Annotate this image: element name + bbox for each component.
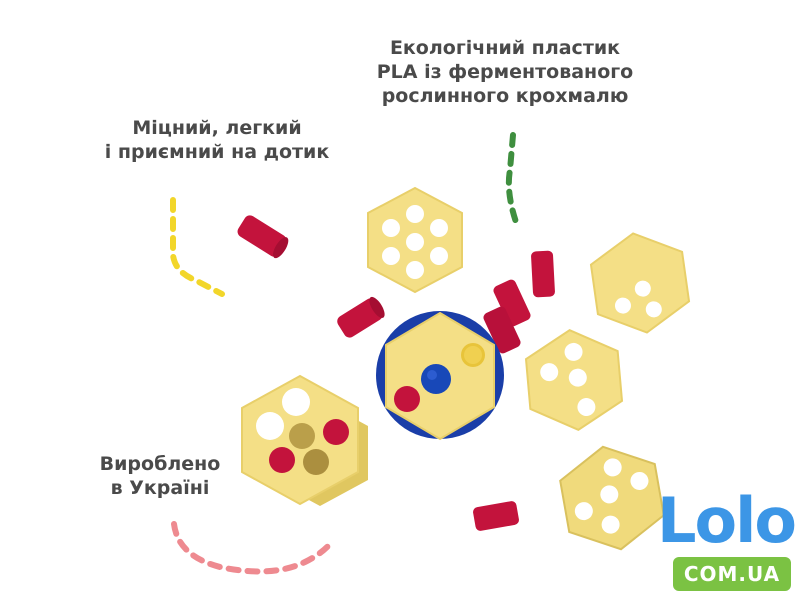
red-peg [473,501,519,531]
hex-piece-four-holes [524,329,624,431]
red-peg [493,279,531,327]
red-peg [483,306,521,354]
caption-line: і приємний на дотик [104,141,330,163]
base-with-blue-disc [376,311,504,441]
yellow-dashed-pointer [170,197,225,297]
green-dashed-pointer [505,132,519,225]
hex-piece-five-holes [559,445,665,551]
caption-strong-light: Міцний, легкий і приємний на дотик [72,116,362,164]
caption-line: Вироблено [99,453,221,475]
caption-line: PLA із ферментованого [376,61,634,83]
caption-line: рослинного крохмалю [381,85,629,107]
hex-piece-three-holes [589,232,691,334]
pink-dashed-pointer [171,521,336,575]
logo-domain: COM.UA [673,557,791,591]
lolo-logo[interactable]: Lolo COM.UA [655,485,797,595]
caption-eco-plastic: Екологічний пластик PLA із ферментованог… [355,36,655,108]
hex-piece-seven-holes [367,186,463,294]
red-peg [237,215,289,259]
caption-line: в Україні [110,477,210,499]
red-peg [337,296,385,338]
caption-line: Екологічний пластик [389,37,621,59]
stacked-hex-with-pegs [241,374,368,506]
red-peg [531,250,555,298]
caption-made-in-ukraine: Вироблено в Україні [80,452,240,500]
logo-word: Lolo [657,484,797,557]
caption-line: Міцний, легкий [132,117,302,139]
